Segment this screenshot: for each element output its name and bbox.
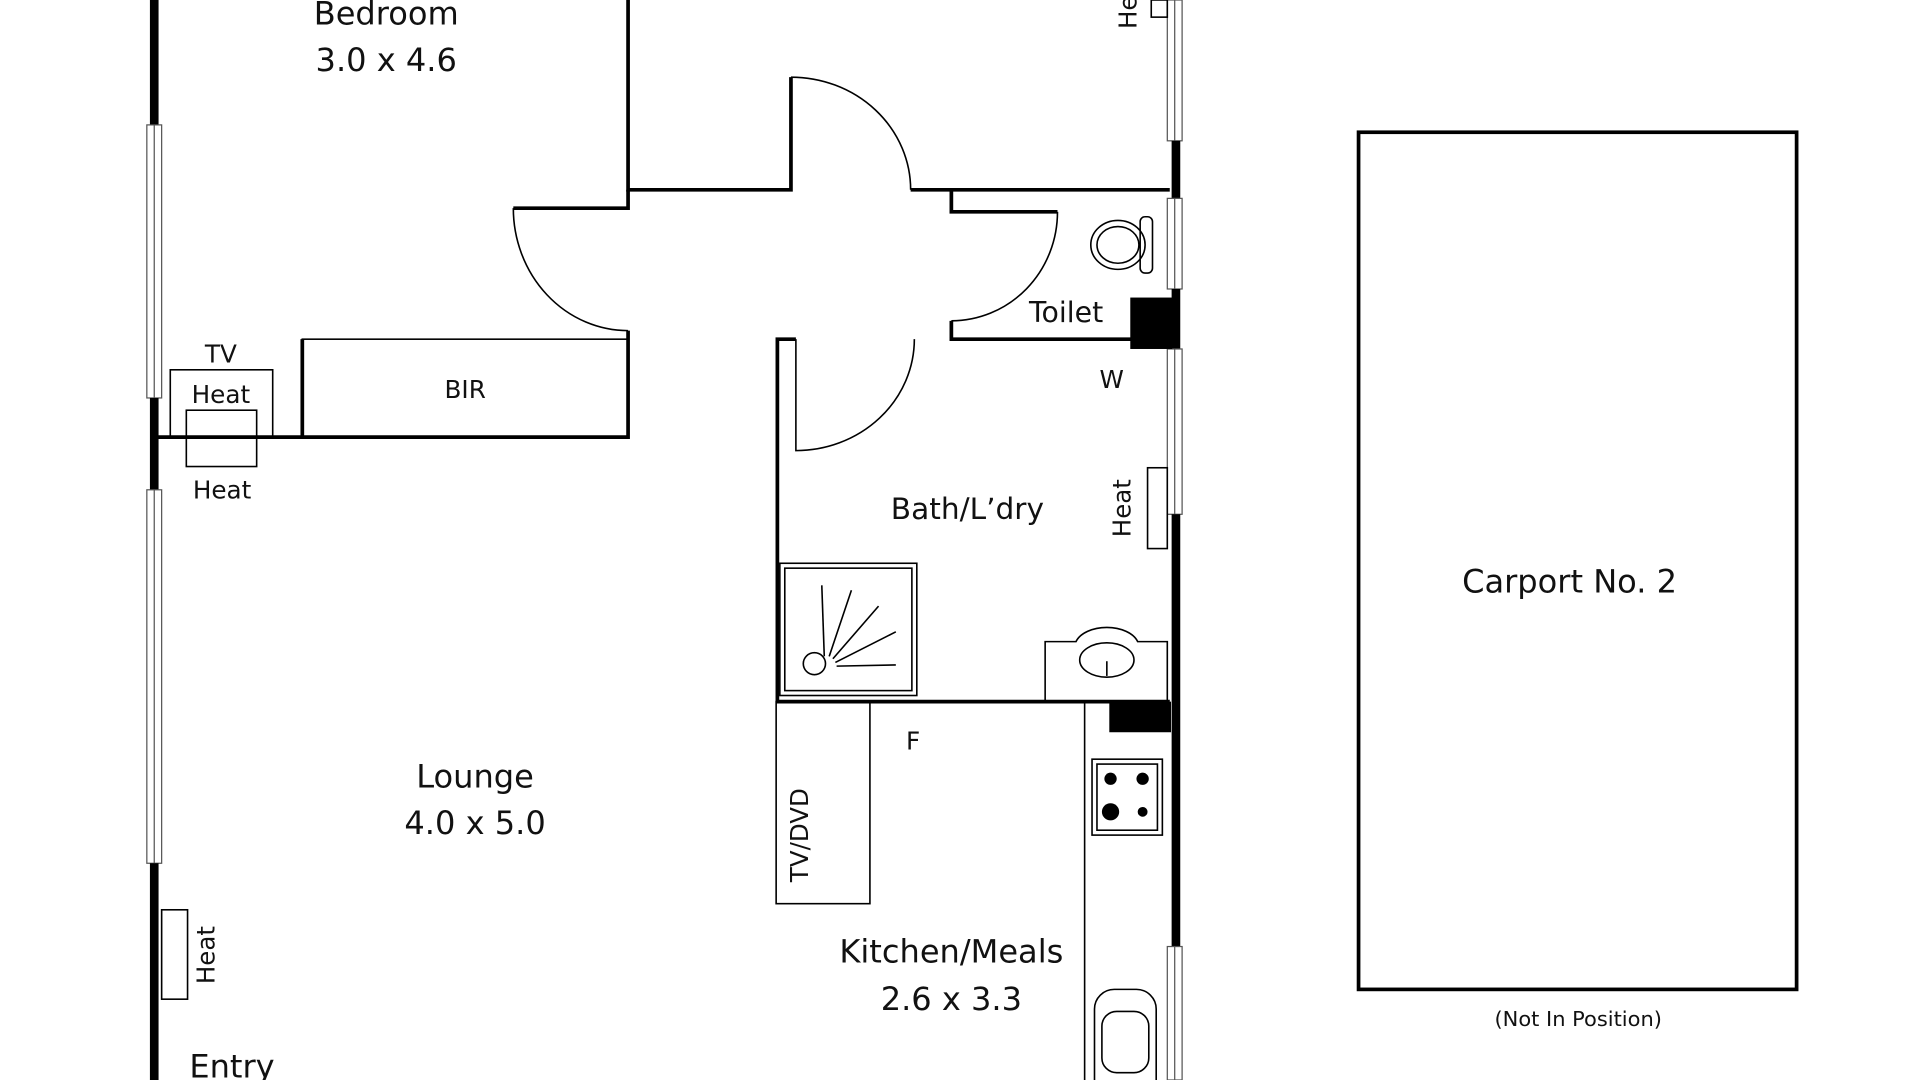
door-bath[interactable]: [795, 339, 916, 452]
heat-label: Heat: [193, 475, 252, 504]
heat-label: Heat: [192, 380, 251, 409]
washer-label: W: [1100, 365, 1124, 394]
heater: [1146, 466, 1169, 550]
tv-dvd-label: TV/DVD: [785, 788, 814, 883]
kitchen-label: Kitchen/Meals: [839, 933, 1063, 971]
lounge-size: 4.0 x 5.0: [404, 804, 545, 842]
door-toilet[interactable]: [951, 211, 1059, 322]
bedroom-label: Bedroom: [314, 0, 459, 32]
tv-dvd-unit: [775, 700, 871, 905]
entry-label: Entry: [189, 1048, 274, 1080]
heat-label: Heat: [192, 926, 221, 984]
tv-label: TV: [204, 340, 237, 369]
right-exterior-wall: [1166, 0, 1183, 1080]
kitchen-size: 2.6 x 3.3: [881, 980, 1022, 1018]
kitchen-sink: [1093, 988, 1157, 1080]
tv-unit: [169, 369, 274, 438]
cooktop: [1091, 758, 1164, 836]
left-exterior-wall: [146, 0, 163, 1080]
toilet-label: Toilet: [1028, 296, 1103, 329]
shower: [779, 562, 918, 697]
heater: [185, 409, 258, 468]
basin: [1044, 626, 1169, 702]
carport-label: Carport No. 2: [1462, 563, 1677, 601]
door-hall[interactable]: [790, 76, 912, 190]
doors: [512, 76, 1059, 452]
carport: [1356, 130, 1799, 992]
door-bedroom[interactable]: [512, 208, 629, 332]
heater: [160, 909, 189, 1000]
bedroom-size: 3.0 x 4.6: [316, 41, 457, 79]
bir-label: BIR: [445, 375, 486, 404]
fridge-label: F: [906, 726, 920, 755]
heat-label: Heat: [1107, 479, 1136, 537]
interior-walls: [154, 0, 1173, 733]
heater: [1150, 0, 1169, 18]
toilet-pan: [1089, 215, 1154, 274]
lounge-label: Lounge: [416, 757, 534, 795]
carport-note: (Not In Position): [1494, 1007, 1661, 1031]
bath-label: Bath/L’dry: [891, 492, 1044, 526]
heat-label: Heat: [1113, 0, 1142, 29]
